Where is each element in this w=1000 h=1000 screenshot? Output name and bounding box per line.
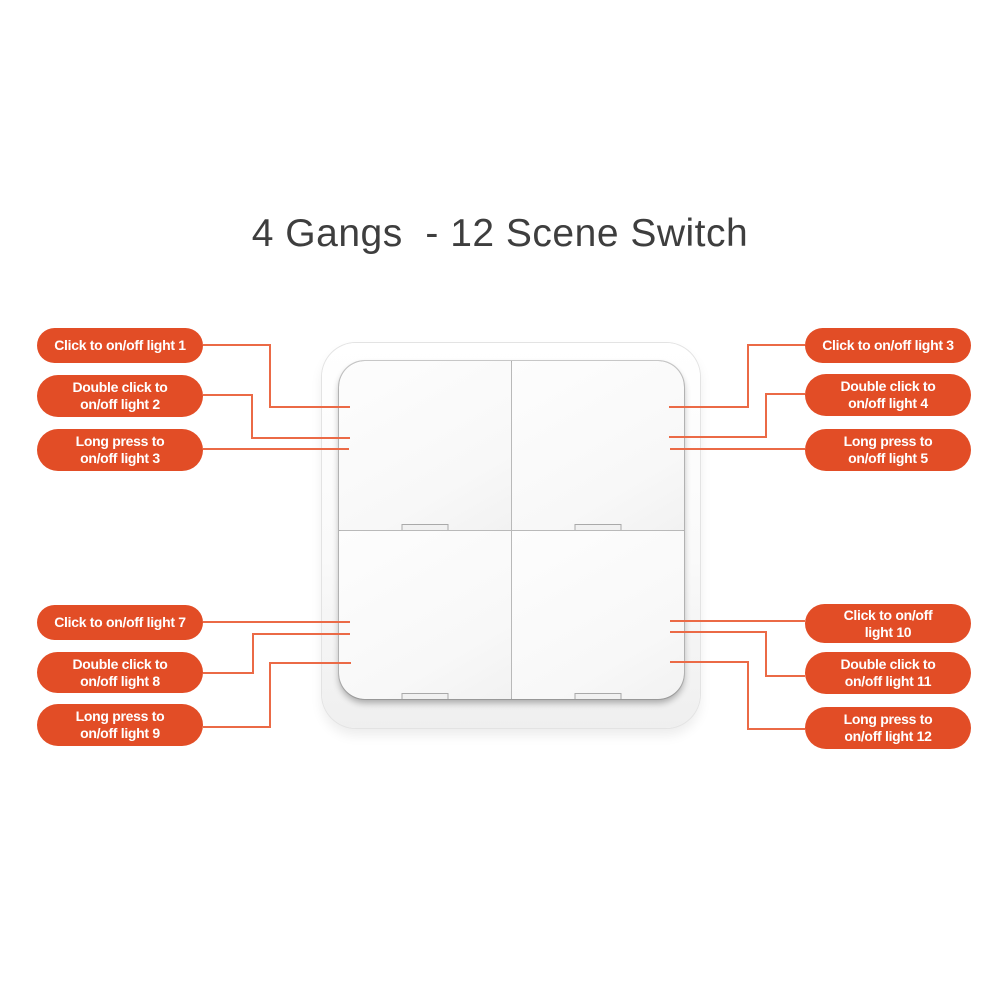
callout-right-bottom-0: Click to on/off light 10 (805, 604, 971, 643)
callout-left-bottom-0: Click to on/off light 7 (37, 605, 203, 640)
callout-right-top-0: Click to on/off light 3 (805, 328, 971, 363)
gang-button-2[interactable] (512, 361, 684, 530)
button-notch (401, 693, 449, 699)
scene-switch-device (322, 343, 700, 728)
callout-left-top-0: Click to on/off light 1 (37, 328, 203, 363)
callout-left-top-2: Long press to on/off light 3 (37, 429, 203, 471)
callout-right-top-2: Long press to on/off light 5 (805, 429, 971, 471)
button-notch (401, 523, 449, 530)
callout-right-bottom-2: Long press to on/off light 12 (805, 707, 971, 749)
callout-left-bottom-2: Long press to on/off light 9 (37, 704, 203, 746)
callout-left-bottom-1: Double click to on/off light 8 (37, 652, 203, 693)
callout-right-top-1: Double click to on/off light 4 (805, 374, 971, 416)
callout-right-bottom-1: Double click to on/off light 11 (805, 652, 971, 694)
button-notch (574, 693, 622, 699)
gang-button-4[interactable] (512, 530, 684, 699)
button-notch (574, 523, 622, 530)
page-title: 4 Gangs - 12 Scene Switch (251, 212, 749, 255)
gang-button-3[interactable] (339, 530, 511, 699)
switch-button-panel (339, 361, 684, 699)
gang-button-1[interactable] (339, 361, 511, 530)
callout-left-top-1: Double click to on/off light 2 (37, 375, 203, 417)
